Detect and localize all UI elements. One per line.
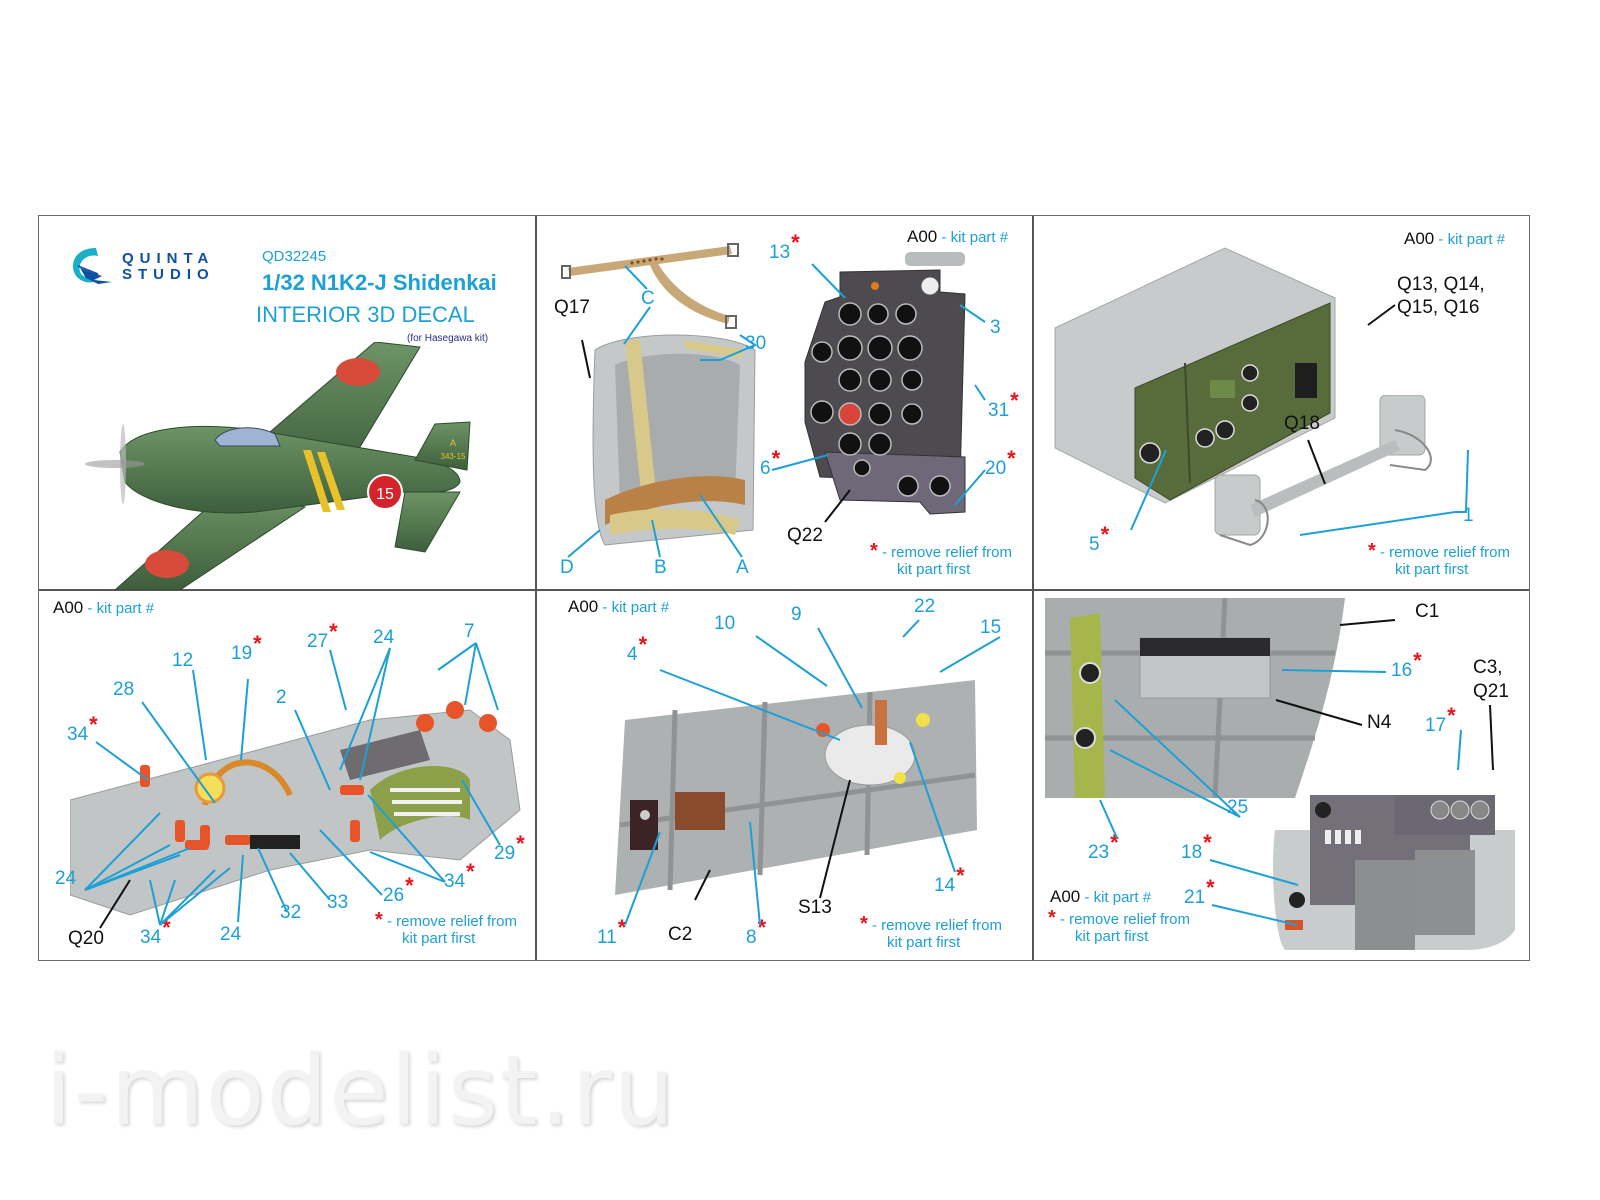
label-C1: C1	[1415, 601, 1440, 622]
label-21: 21*	[1184, 875, 1215, 908]
relief-legend: * - remove relief from kit part first	[1048, 907, 1190, 945]
relief-legend: * - remove relief from kit part first	[1368, 540, 1510, 578]
label-31: 31*	[988, 388, 1019, 421]
label-28: 28	[113, 679, 135, 700]
label-17: 17*	[1425, 703, 1456, 736]
label-16: 16*	[1391, 648, 1422, 681]
grid-divider	[1032, 216, 1034, 960]
label-1: 1	[1463, 505, 1474, 526]
svg-text:A: A	[450, 438, 456, 448]
label-33: 33	[327, 892, 349, 913]
label-C2: C2	[668, 924, 693, 945]
label-3: 3	[990, 317, 1001, 338]
product-subtitle: INTERIOR 3D DECAL	[256, 302, 475, 327]
label-Q22: Q22	[787, 525, 823, 546]
label-20: 20*	[985, 446, 1016, 479]
label-24-top: 24	[373, 627, 395, 648]
right-console-illustration	[1273, 795, 1515, 950]
kit-part-legend: A00 - kit part #	[907, 227, 1009, 246]
grid-divider	[39, 589, 1529, 591]
label-22: 22	[914, 596, 936, 617]
kit-compatibility-note: (for Hasegawa kit)	[407, 333, 489, 344]
radio-set-illustration	[1054, 247, 1336, 504]
relief-legend: * - remove relief from kit part first	[375, 909, 517, 947]
label-S13: S13	[798, 897, 832, 918]
label-34-a: 34*	[67, 712, 98, 745]
label-10: 10	[714, 613, 736, 634]
label-B: B	[654, 557, 667, 578]
label-Q20: Q20	[68, 928, 104, 949]
grid-divider	[535, 216, 537, 960]
label-Q15-Q16: Q15, Q16	[1397, 297, 1480, 318]
left-wall-illustration	[615, 680, 977, 895]
label-34-right: 34*	[444, 859, 475, 892]
label-Q17: Q17	[554, 297, 590, 318]
brand-name-line1: QUINTA	[122, 250, 215, 267]
relief-legend: * - remove relief from kit part first	[860, 913, 1002, 951]
label-5: 5*	[1089, 522, 1110, 555]
label-11: 11*	[597, 915, 627, 948]
label-2: 2	[276, 687, 287, 708]
kit-part-legend: A00 - kit part #	[1404, 229, 1506, 248]
label-12: 12	[172, 650, 194, 671]
right-wall-illustration	[1045, 598, 1345, 798]
label-18: 18*	[1181, 830, 1212, 863]
instrument-panel-illustration	[804, 252, 966, 515]
label-4: 4*	[627, 632, 648, 665]
instruction-sheet	[38, 215, 1530, 961]
label-Q21: Q21	[1473, 681, 1509, 702]
brand-name-line2: STUDIO	[122, 266, 215, 283]
label-Q18: Q18	[1284, 413, 1320, 434]
label-24-left: 24	[55, 868, 77, 889]
label-D: D	[560, 557, 574, 578]
label-13: 13*	[769, 230, 800, 263]
label-8: 8*	[746, 915, 767, 948]
label-25: 25	[1227, 797, 1249, 818]
aircraft-illustration: 15 A 343-15	[85, 342, 471, 590]
product-code: QD32245	[262, 248, 327, 265]
quinta-logo-icon	[72, 248, 112, 284]
label-32: 32	[280, 902, 302, 923]
fuselage-number: 15	[376, 486, 394, 503]
watermark: i-modelist.ru	[45, 1035, 677, 1147]
label-27: 27*	[307, 619, 338, 652]
label-7: 7	[464, 621, 475, 642]
label-24-bottom: 24	[220, 924, 242, 945]
seat-illustration	[592, 334, 756, 546]
label-30: 30	[745, 333, 767, 354]
kit-part-legend: A00 - kit part #	[1050, 887, 1152, 906]
label-C3: C3,	[1473, 657, 1503, 678]
kit-part-legend: A00 - kit part #	[568, 597, 670, 616]
svg-text:343-15: 343-15	[441, 452, 466, 461]
label-9: 9	[791, 604, 802, 625]
relief-legend: * - remove relief from kit part first	[870, 540, 1012, 578]
label-Q13-Q14: Q13, Q14,	[1397, 274, 1485, 295]
label-14: 14*	[934, 863, 965, 896]
label-C: C	[641, 288, 655, 309]
label-29: 29*	[494, 831, 525, 864]
product-title: 1/32 N1K2-J Shidenkai	[262, 270, 497, 295]
label-19: 19*	[231, 631, 262, 664]
kit-part-legend: A00 - kit part #	[53, 598, 155, 617]
label-A: A	[736, 557, 749, 578]
rudder-pedals-illustration	[1214, 395, 1432, 547]
label-N4: N4	[1367, 712, 1392, 733]
label-15: 15	[980, 617, 1002, 638]
label-23: 23*	[1088, 830, 1119, 863]
label-6: 6*	[760, 446, 781, 479]
label-26: 26*	[383, 873, 414, 906]
label-34-bottom: 34*	[140, 915, 171, 948]
harness-strap-illustration	[561, 243, 739, 329]
